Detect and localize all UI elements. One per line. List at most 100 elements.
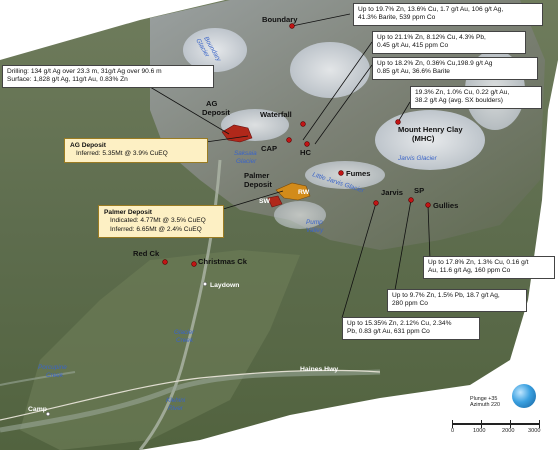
callout-line: Up to 17.8% Zn, 1.3% Cu, 0.16 g/t (428, 259, 529, 266)
snowfield (290, 42, 370, 98)
callout-mhc: 19.3% Zn, 1.0% Cu, 0.22 g/t Au, 38.2 g/t… (410, 86, 542, 109)
scale-tick (452, 420, 453, 428)
water-labels: Boundary Glacier Saksaia Glacier Jarvis … (38, 36, 438, 413)
label-glacier-creek-l1: Glacier (174, 329, 195, 336)
callout-line: 38.2 g/t Ag (avg. SX boulders) (415, 97, 503, 105)
label-camp: Camp (28, 406, 47, 413)
callout-line: 0.85 g/t Au, 36.6% Barite (377, 68, 450, 76)
marker-jarvis (373, 200, 379, 206)
label-pump-valley-l2: Valley (306, 227, 324, 234)
marker-sp (408, 197, 414, 203)
label-christmas-ck: Christmas Ck (198, 257, 248, 266)
view-orientation: Plunge +35 Azimuth 220 (470, 396, 500, 409)
callout-line: Up to 15.35% Zn, 2.12% Cu, 2.34% (347, 320, 452, 327)
deposit-labels: AG Deposit Palmer Deposit Mount Henry Cl… (202, 99, 463, 205)
callout-leaders (139, 13, 431, 319)
label-porcupine-creek-l1: Porcupine (38, 364, 67, 371)
deposit-markers (45, 23, 431, 417)
globe-icon (512, 384, 536, 408)
marker-camp (45, 411, 51, 417)
callout-hc: Up to 18.2% Zn, 0.36% Cu,198.9 g/t Ag 0.… (372, 57, 538, 80)
label-hc: HC (300, 148, 311, 157)
resource-box-palmer: Palmer Deposit Indicated: 4.77Mt @ 3.5% … (98, 205, 224, 239)
scale-label: 1000 (473, 428, 486, 434)
label-waterfall: Waterfall (260, 110, 292, 119)
callout-cap: Up to 21.1% Zn, 8.12% Cu, 4.3% Pb, 0.45 … (372, 31, 526, 54)
marker-hc (304, 141, 310, 147)
callout-line: Up to 21.1% Zn, 8.12% Cu, 4.3% Pb, (377, 34, 486, 41)
scale-tick (539, 420, 540, 428)
label-ag-deposit-l2: Deposit (202, 108, 230, 117)
marker-boundary (289, 23, 295, 29)
label-saksaia-glacier-l2: Glacier (236, 158, 257, 165)
azimuth-text: Azimuth 220 (470, 402, 500, 409)
label-palmer-deposit-l2: Deposit (244, 180, 272, 189)
label-boundary: Boundary (262, 15, 298, 24)
label-laydown: Laydown (210, 282, 239, 289)
label-haines-highway: Haines Hwy (300, 366, 338, 373)
valley-floor (20, 250, 300, 450)
label-gullies: Gullies (433, 201, 458, 210)
label-rw: RW (298, 189, 310, 196)
resource-line: Inferred: 6.65Mt @ 2.4% CuEQ (110, 225, 202, 233)
scale-label: 3000 (528, 428, 541, 434)
label-saksaia-glacier-l1: Saksaia (234, 150, 257, 157)
marker-cap (286, 137, 292, 143)
callout-line: Drilling: 134 g/t Ag over 23.3 m, 31g/t … (7, 68, 162, 75)
resource-line: Indicated: 4.77Mt @ 3.5% CuEQ (110, 217, 206, 225)
marker-gullies (425, 202, 431, 208)
callout-line: Up to 9.7% Zn, 1.5% Pb, 18.7 g/t Ag, (392, 292, 500, 299)
label-ag-deposit-l1: AG (206, 99, 217, 108)
resource-line: Inferred: 5.35Mt @ 3.9% CuEQ (76, 150, 168, 158)
scale-bar-line (452, 423, 540, 425)
callout-boundary: Up to 19.7% Zn, 13.6% Cu, 1.7 g/t Au, 10… (353, 3, 543, 26)
resource-title: AG Deposit (70, 142, 106, 149)
callout-sp: Up to 9.7% Zn, 1.5% Pb, 18.7 g/t Ag, 280… (387, 289, 527, 312)
callout-line: Up to 18.2% Zn, 0.36% Cu,198.9 g/t Ag (377, 60, 493, 67)
scale-tick (481, 420, 482, 428)
marker-christmas-ck (191, 261, 197, 267)
callout-ag-drilling: Drilling: 134 g/t Ag over 23.3 m, 31g/t … (2, 65, 214, 88)
label-fumes: Fumes (346, 169, 370, 178)
label-porcupine-creek-l2: Creek (46, 372, 64, 379)
callout-line: 280 ppm Co (392, 300, 428, 308)
label-palmer-deposit-l1: Palmer (244, 171, 269, 180)
callout-line: Up to 19.7% Zn, 13.6% Cu, 1.7 g/t Au, 10… (358, 6, 504, 13)
callout-line: Pb, 0.83 g/t Au, 631 ppm Co (347, 328, 430, 336)
callout-gullies: Up to 17.8% Zn, 1.3% Cu, 0.16 g/t Au, 11… (423, 256, 555, 279)
label-glacier-creek-l2: Creek (176, 337, 194, 344)
marker-fumes (338, 170, 344, 176)
marker-mhc (395, 119, 401, 125)
label-jarvis-glacier: Jarvis Glacier (397, 155, 438, 162)
marker-red-ck (162, 259, 168, 265)
porcupine-creek-channel (0, 371, 76, 386)
label-mhc-l2: (MHC) (412, 134, 435, 143)
palmer-orebody (275, 182, 311, 201)
callout-line: 19.3% Zn, 1.0% Cu, 0.22 g/t Au, (415, 89, 510, 96)
resource-title: Palmer Deposit (104, 209, 153, 216)
snowfield (375, 110, 485, 170)
palmer-orebody-sw (267, 195, 283, 208)
callout-line: 0.45 g/t Au, 415 ppm Co (377, 42, 449, 50)
plunge-text: Plunge +35 (470, 396, 498, 402)
snowfield (305, 161, 385, 189)
scale-bar: 0 1000 2000 3000 (451, 419, 548, 439)
label-red-ck: Red Ck (133, 249, 160, 258)
resource-box-ag: AG Deposit Inferred: 5.35Mt @ 3.9% CuEQ (64, 138, 208, 163)
label-klehini-river-l1: Klehini (166, 397, 186, 404)
snowfield (274, 201, 326, 229)
haines-highway (0, 369, 381, 421)
marker-waterfall (300, 121, 306, 127)
callout-line: Surface: 1,828 g/t Ag, 11g/t Au, 0.83% Z… (7, 76, 128, 84)
label-jarvis: Jarvis (381, 188, 403, 197)
point-labels: Boundary Waterfall CAP HC Fumes Jarvis S… (28, 15, 458, 413)
river-channel (0, 369, 381, 433)
label-mhc-l1: Mount Henry Clay (398, 125, 463, 134)
snowfield (183, 28, 247, 72)
scale-label: 2000 (502, 428, 515, 434)
label-sp: SP (414, 186, 424, 195)
callout-line: 41.3% Barite, 539 ppm Co (358, 14, 436, 22)
label-pump-valley-l1: Pump (306, 219, 323, 226)
label-klehini-river-l2: River (168, 405, 184, 412)
ag-orebody (221, 124, 253, 143)
